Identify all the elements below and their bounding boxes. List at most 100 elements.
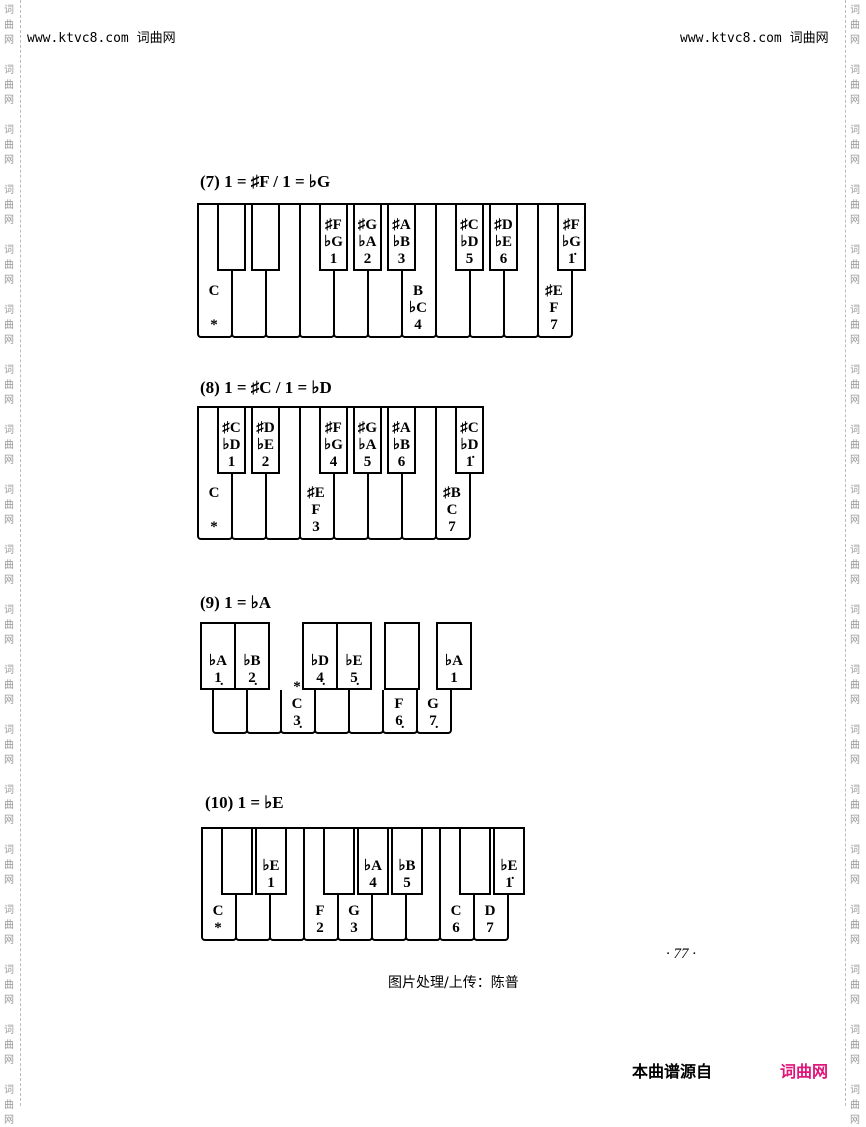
watermark-char: 曲	[850, 80, 860, 91]
label-line: ♯C	[460, 217, 479, 233]
watermark-char: 曲	[4, 860, 14, 871]
black-key	[436, 622, 472, 690]
watermark-char: 曲	[4, 140, 14, 151]
watermark-char: 网	[850, 335, 860, 346]
label-line: 6	[499, 251, 508, 267]
watermark-char: 曲	[850, 800, 860, 811]
watermark-char: 曲	[4, 500, 14, 511]
watermark-char: 曲	[4, 440, 14, 451]
label-line: 3	[312, 519, 320, 535]
watermark-char: 词	[4, 1085, 14, 1096]
watermark-char: 曲	[850, 680, 860, 691]
label-line: ♯E	[307, 485, 325, 501]
watermark-char: 网	[850, 815, 860, 826]
label-line: 7	[448, 519, 456, 535]
label-line: 6	[452, 920, 460, 936]
watermark-char: 网	[850, 275, 860, 286]
watermark-char: 词	[4, 545, 14, 556]
watermark-char: 曲	[850, 320, 860, 331]
watermark-char: 曲	[4, 80, 14, 91]
label-line: 5	[363, 454, 372, 470]
label-line: 3	[397, 251, 406, 267]
watermark-char: 词	[4, 965, 14, 976]
label-line: ♭G	[324, 437, 343, 453]
watermark-char: 曲	[4, 260, 14, 271]
watermark-char: 网	[4, 935, 14, 946]
footer-site-link[interactable]: 词曲网	[780, 1062, 829, 1081]
label-line: ♯E	[545, 283, 563, 299]
watermark-char: 网	[4, 695, 14, 706]
label-line: ♭E	[345, 653, 363, 669]
header-right-url[interactable]: www.ktvc8.com 词曲网	[680, 27, 829, 46]
watermark-char: 词	[4, 65, 14, 76]
watermark-char: 曲	[4, 560, 14, 571]
watermark-char: 曲	[850, 920, 860, 931]
label-line: 4	[369, 875, 377, 891]
label-line: ♭A	[209, 653, 227, 669]
label-line: 7	[486, 920, 494, 936]
watermark-char: 词	[4, 725, 14, 736]
label-line: 1	[450, 670, 458, 686]
watermark-char: 曲	[850, 500, 860, 511]
watermark-char: 词	[4, 485, 14, 496]
black-key	[557, 203, 586, 271]
white-key	[416, 690, 452, 734]
black-key	[319, 406, 348, 474]
label-line: 3̣	[293, 713, 301, 729]
watermark-char: 网	[4, 455, 14, 466]
watermark-char: 词	[850, 305, 860, 316]
watermark-char: 词	[4, 905, 14, 916]
label-line: 1	[329, 251, 338, 267]
black-key	[387, 203, 416, 271]
label-line: 1̣	[214, 670, 222, 686]
watermark-char: 网	[4, 515, 14, 526]
diagram-7-title: (7) 1 = ♯F / 1 = ♭G	[200, 172, 331, 191]
watermark-char: 词	[4, 245, 14, 256]
watermark-char: 网	[850, 695, 860, 706]
watermark-char: 网	[850, 575, 860, 586]
label-line: *	[210, 317, 218, 333]
black-key	[387, 406, 416, 474]
label-line: 5	[403, 875, 411, 891]
header-left-site: 词曲网	[136, 31, 176, 46]
label-line: ♭E	[500, 858, 518, 874]
label-line: ♯B	[443, 485, 461, 501]
watermark-char: 词	[4, 1025, 14, 1036]
watermark-char: 网	[850, 935, 860, 946]
label-line: 1̇	[465, 454, 474, 470]
watermark-char: 曲	[850, 560, 860, 571]
header-left-url[interactable]: www.ktvc8.com 词曲网	[27, 27, 176, 46]
label-line: ♭A	[358, 437, 377, 453]
watermark-char: 网	[4, 875, 14, 886]
label-line: 1̇	[567, 251, 576, 267]
left-watermark-strip: 词曲网词曲网词曲网词曲网词曲网词曲网词曲网词曲网词曲网词曲网词曲网词曲网词曲网词…	[0, 0, 21, 1126]
black-key	[384, 622, 420, 690]
watermark-char: 网	[850, 35, 860, 46]
label-line: C	[450, 903, 462, 919]
label-line: 5̣	[350, 670, 358, 686]
watermark-char: 词	[850, 785, 860, 796]
watermark-char: 网	[4, 1055, 14, 1066]
watermark-char: 曲	[850, 140, 860, 151]
label-line: ♭E	[262, 858, 280, 874]
label-line: B	[412, 283, 423, 299]
white-key-label: C *	[197, 283, 231, 334]
label-line: 2	[363, 251, 372, 267]
watermark-char: 网	[4, 1115, 14, 1126]
watermark-char: 词	[850, 1085, 860, 1096]
watermark-char: 网	[4, 215, 14, 226]
